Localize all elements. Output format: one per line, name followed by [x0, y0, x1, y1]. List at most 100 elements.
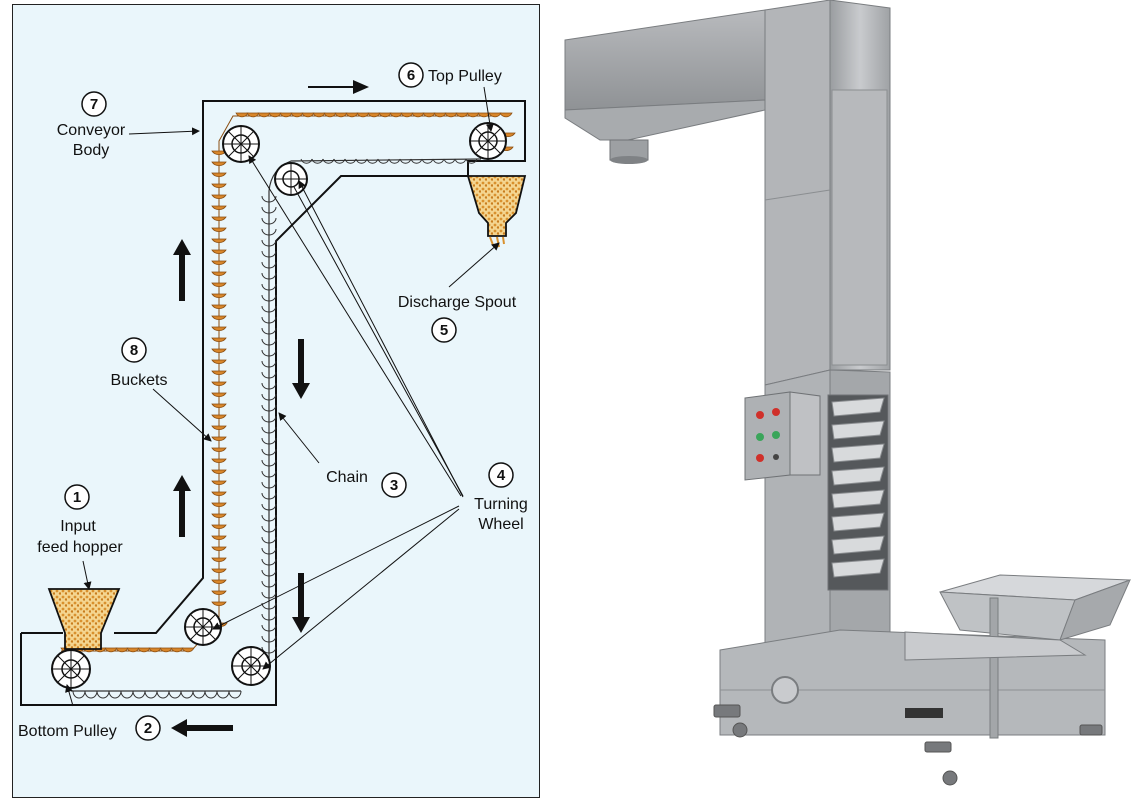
- bucket: [211, 282, 227, 288]
- bucket: [211, 546, 227, 552]
- bucket: [211, 392, 227, 398]
- bucket: [211, 513, 227, 519]
- chain-cup: [261, 503, 277, 511]
- chain-cup: [261, 613, 277, 621]
- inspection-port: [771, 676, 799, 704]
- chain-cup: [261, 481, 277, 489]
- chain-cup: [261, 283, 277, 291]
- chain-cup: [366, 158, 379, 164]
- steel-bucket: [831, 489, 885, 509]
- chain-cup: [399, 158, 412, 164]
- chain-cup: [261, 514, 277, 522]
- chain-cup: [261, 261, 277, 269]
- bucket: [211, 447, 227, 453]
- bucket: [211, 425, 227, 431]
- bucket: [211, 249, 227, 255]
- label-turning-wheel-line1: Turning: [474, 496, 528, 513]
- bucket: [211, 469, 227, 475]
- conveyor-body-outline: [20, 100, 526, 706]
- steel-bucket: [831, 397, 885, 417]
- chain-cup: [261, 492, 277, 500]
- turning-wheel-top-right: [274, 162, 308, 196]
- bucket: [211, 304, 227, 310]
- chain-cup: [261, 415, 277, 423]
- chain-cup: [261, 327, 277, 335]
- chain-cup: [261, 239, 277, 247]
- bucket: [211, 315, 227, 321]
- chain-cup: [261, 206, 277, 214]
- chain-cup: [300, 158, 313, 164]
- chain-cup: [322, 158, 335, 164]
- buckets: [211, 150, 227, 607]
- control-panel: [744, 391, 821, 481]
- bucket: [211, 568, 227, 574]
- chain-cup: [261, 470, 277, 478]
- chain-cup: [333, 158, 346, 164]
- chain-cup: [261, 448, 277, 456]
- bucket: [211, 293, 227, 299]
- chain-cup: [421, 158, 434, 164]
- chain-cup: [261, 426, 277, 434]
- visible-buckets: [831, 397, 885, 578]
- diagram-canvas: 6 7 5 8 3 4 1 2 Top Pulley Conveyor Body…: [18, 62, 528, 741]
- top-discharge-arm: [564, 9, 766, 111]
- chain-cup: [261, 580, 277, 588]
- machine-illustration: [564, 0, 1131, 786]
- chain-cup: [261, 393, 277, 401]
- bucket: [181, 647, 195, 653]
- feed-hopper-tray: [904, 574, 1131, 739]
- chain-cup: [454, 158, 467, 164]
- vertical-column: [764, 0, 831, 386]
- label-chain: Chain: [326, 469, 368, 486]
- chain-cup: [132, 690, 146, 699]
- bucket: [211, 579, 227, 585]
- chain-cups: [261, 195, 277, 654]
- number-input-feed-hopper: 1: [73, 489, 81, 506]
- bucket: [211, 359, 227, 365]
- chain-cup: [204, 690, 218, 699]
- bucket: [211, 238, 227, 244]
- top-pulley-wheel: [469, 122, 507, 160]
- bucket: [211, 271, 227, 277]
- discharge-spout: [466, 175, 527, 248]
- bucket: [211, 535, 227, 541]
- bottom-pulley-wheel: [51, 649, 91, 689]
- chain-cup: [261, 536, 277, 544]
- chain-cup: [108, 690, 122, 699]
- bucket: [211, 183, 227, 189]
- diagram-labels: Top Pulley Conveyor Body Discharge Spout…: [18, 68, 528, 740]
- chain-cup: [261, 525, 277, 533]
- chain-cup: [261, 316, 277, 324]
- label-discharge-spout: Discharge Spout: [398, 294, 517, 311]
- bucket-elevator-photo: [556, 0, 1133, 803]
- chain-cup: [228, 690, 242, 699]
- bucket: [211, 601, 227, 607]
- chain-cup: [443, 158, 456, 164]
- turning-wheel-top-left: [222, 125, 260, 163]
- bucket: [211, 557, 227, 563]
- chain-cup: [311, 158, 324, 164]
- bucket: [211, 216, 227, 222]
- chain-cup: [261, 338, 277, 346]
- chain-cup: [261, 404, 277, 412]
- bucket: [211, 161, 227, 167]
- label-top-pulley: Top Pulley: [428, 68, 502, 85]
- label-input-line2: feed hopper: [37, 539, 123, 556]
- chain-cups-top: [300, 158, 478, 164]
- chain-cup: [261, 250, 277, 258]
- chain-cup: [96, 690, 110, 699]
- bucket: [211, 403, 227, 409]
- bucket: [499, 112, 513, 118]
- chain-cups-bottom: [72, 690, 242, 699]
- chain-cup: [180, 690, 194, 699]
- bucket: [211, 194, 227, 200]
- turning-wheel-bottom-left: [184, 608, 222, 646]
- chain-cup: [261, 349, 277, 357]
- bucket-elevator-diagram: 6 7 5 8 3 4 1 2 Top Pulley Conveyor Body…: [12, 4, 540, 798]
- chain-cup: [261, 305, 277, 313]
- direction-arrows: [171, 80, 369, 737]
- bucket: [211, 414, 227, 420]
- bucket: [211, 348, 227, 354]
- chain-cup: [377, 158, 390, 164]
- bucket: [211, 502, 227, 508]
